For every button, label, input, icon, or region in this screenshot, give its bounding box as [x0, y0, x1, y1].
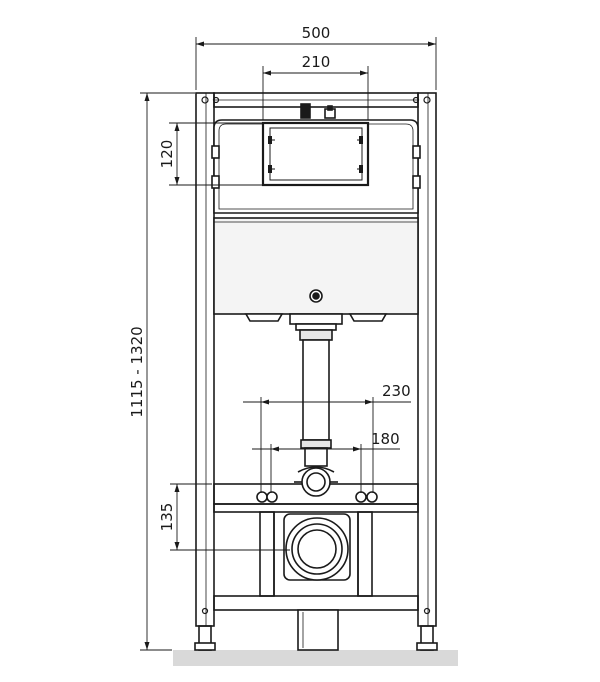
dimension-flush-plate-width: 210	[302, 53, 331, 71]
flush-plate-opening	[261, 121, 370, 187]
dimension-frame-width: 500	[302, 24, 331, 42]
floor-slab	[173, 650, 458, 666]
dimension-flush-plate-height: 120	[158, 140, 176, 169]
dimension-lines	[140, 37, 437, 651]
cistern-cover-panel	[213, 217, 419, 322]
dimension-arrowheads	[144, 41, 436, 650]
drain-outlet	[285, 517, 349, 581]
wc-mounting-bolts	[256, 491, 378, 503]
flush-pipe	[289, 313, 343, 473]
frame-holes	[201, 96, 431, 615]
dimension-outlet-height: 135	[158, 503, 176, 532]
dimension-bolt-spacing-inner: 180	[371, 430, 400, 448]
drain-pipe	[297, 609, 339, 651]
dimension-bolt-spacing-outer: 230	[382, 382, 411, 400]
flush-outlet	[294, 467, 338, 497]
dimension-frame-height: 1115 - 1320	[128, 326, 146, 417]
